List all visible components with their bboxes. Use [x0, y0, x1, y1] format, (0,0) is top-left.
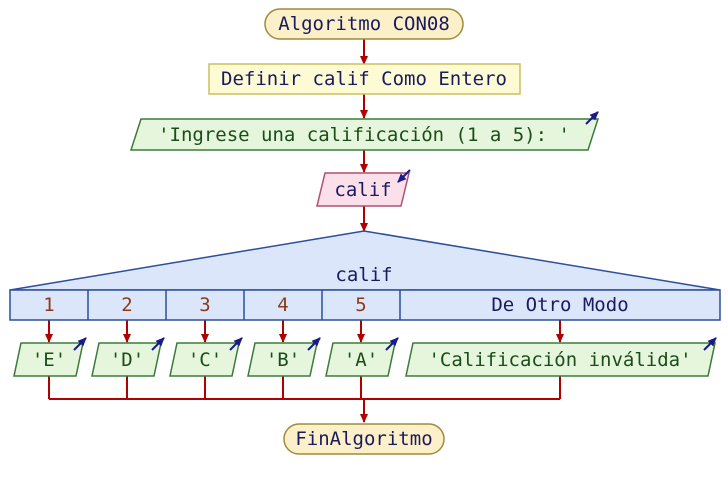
- case-output-shape: [325, 342, 396, 377]
- case-output-shape: [91, 342, 162, 377]
- define-process: Definir calif Como Entero: [208, 63, 521, 95]
- switch-case-bar: [9, 289, 721, 321]
- case-label-default: De Otro Modo: [491, 294, 628, 316]
- case-output-default: 'Calificación inválida': [405, 337, 717, 377]
- start-terminal: Algoritmo CON08: [264, 8, 464, 40]
- case-output-label: 'C': [188, 349, 222, 371]
- output-arrow-icon: [229, 337, 243, 351]
- end-terminal: FinAlgoritmo: [283, 423, 445, 455]
- output-prompt-label: 'Ingrese una calificación (1 a 5): ': [158, 124, 570, 146]
- output-prompt-shape: [129, 118, 600, 151]
- switch-block: calif 1 2 3 4 5 De Otro Modo: [9, 230, 721, 321]
- define-shape: [208, 63, 521, 95]
- start-shape: [264, 8, 464, 40]
- case-output-3: 'C': [169, 337, 243, 377]
- case-label-1: 1: [43, 294, 54, 316]
- output-arrow-icon: [307, 337, 321, 351]
- case-output-5: 'A': [325, 337, 399, 377]
- output-arrow-icon: [703, 337, 717, 351]
- case-label-4: 4: [277, 294, 288, 316]
- case-output-label: 'D': [110, 349, 144, 371]
- case-output-label: 'Calificación inválida': [428, 349, 691, 371]
- end-label: FinAlgoritmo: [295, 428, 432, 450]
- case-output-shape: [169, 342, 240, 377]
- case-output-shape: [405, 342, 716, 377]
- case-output-2: 'D': [91, 337, 165, 377]
- output-arrow-icon: [151, 337, 165, 351]
- case-output-label: 'B': [266, 349, 300, 371]
- case-output-label: 'E': [32, 349, 66, 371]
- end-shape: [283, 423, 445, 455]
- output-arrow-icon: [73, 337, 87, 351]
- output-arrow-icon: [385, 337, 399, 351]
- connectors: [45, 39, 564, 423]
- input-read: calif: [316, 169, 411, 207]
- input-label: calif: [334, 179, 391, 201]
- input-shape: [316, 172, 410, 207]
- input-arrow-icon: [397, 169, 411, 183]
- case-output-shape: [247, 342, 318, 377]
- case-label-3: 3: [199, 294, 210, 316]
- case-label-5: 5: [355, 294, 366, 316]
- output-prompt: 'Ingrese una calificación (1 a 5): ': [129, 111, 600, 151]
- start-label: Algoritmo CON08: [278, 13, 450, 35]
- switch-variable: calif: [335, 264, 392, 286]
- case-output-1: 'E': [13, 337, 87, 377]
- case-output-4: 'B': [247, 337, 321, 377]
- case-output-label: 'A': [344, 349, 378, 371]
- case-output-shape: [13, 342, 84, 377]
- output-arrow-icon: [585, 111, 599, 125]
- define-label: Definir calif Como Entero: [221, 68, 507, 90]
- case-label-2: 2: [121, 294, 132, 316]
